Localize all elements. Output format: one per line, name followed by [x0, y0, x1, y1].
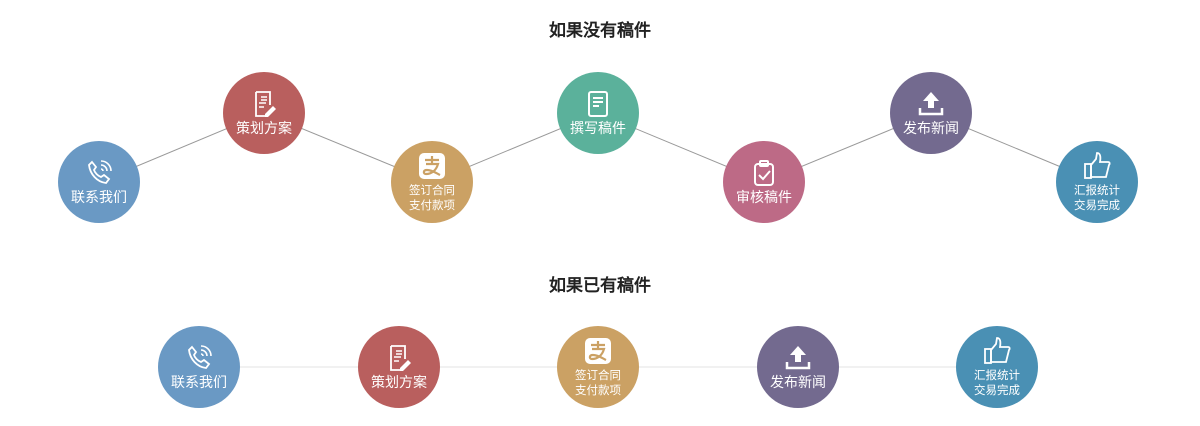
section-title-has-manuscript: 如果已有稿件	[549, 276, 651, 296]
step-label: 签订合同	[409, 183, 455, 197]
step-label: 联系我们	[71, 190, 127, 206]
step-label-line2: 支付款项	[575, 383, 621, 397]
phone-icon	[188, 345, 212, 369]
document-icon	[588, 91, 608, 117]
thumbs-up-icon	[1084, 152, 1111, 179]
step-node-top_nodes-2: 策划方案	[223, 72, 305, 154]
upload-icon	[785, 346, 811, 370]
document-edit-icon	[255, 91, 276, 117]
step-node-top_nodes-7: 汇报统计交易完成	[1056, 141, 1138, 223]
step-label-line2: 支付款项	[409, 198, 455, 212]
step-label: 签订合同	[575, 368, 621, 382]
step-label-line2: 交易完成	[974, 383, 1020, 397]
step-node-top_nodes-4: 撰写稿件	[557, 72, 639, 154]
step-label: 发布新闻	[770, 375, 826, 391]
alipay-icon	[419, 153, 445, 179]
step-node-top_nodes-1: 联系我们	[58, 141, 140, 223]
section-title-no-manuscript: 如果没有稿件	[549, 21, 651, 41]
document-edit-icon	[390, 345, 411, 371]
step-node-bottom_nodes-1: 联系我们	[158, 326, 240, 408]
step-label: 汇报统计	[1074, 183, 1120, 197]
step-label: 策划方案	[236, 121, 292, 137]
step-label: 发布新闻	[903, 121, 959, 137]
step-label: 审核稿件	[736, 190, 792, 206]
step-node-top_nodes-3: 签订合同支付款项	[391, 141, 473, 223]
step-label: 联系我们	[171, 375, 227, 391]
thumbs-up-icon	[984, 337, 1011, 364]
phone-icon	[88, 160, 112, 184]
step-node-bottom_nodes-4: 发布新闻	[757, 326, 839, 408]
alipay-icon	[585, 338, 611, 364]
step-node-bottom_nodes-3: 签订合同支付款项	[557, 326, 639, 408]
step-node-bottom_nodes-5: 汇报统计交易完成	[956, 326, 1038, 408]
upload-icon	[918, 92, 944, 116]
step-label: 汇报统计	[974, 368, 1020, 382]
step-node-top_nodes-5: 审核稿件	[723, 141, 805, 223]
clipboard-check-icon	[754, 160, 774, 186]
step-node-bottom_nodes-2: 策划方案	[358, 326, 440, 408]
step-label: 策划方案	[371, 375, 427, 391]
step-label: 撰写稿件	[570, 121, 626, 137]
step-label-line2: 交易完成	[1074, 198, 1120, 212]
step-node-top_nodes-6: 发布新闻	[890, 72, 972, 154]
